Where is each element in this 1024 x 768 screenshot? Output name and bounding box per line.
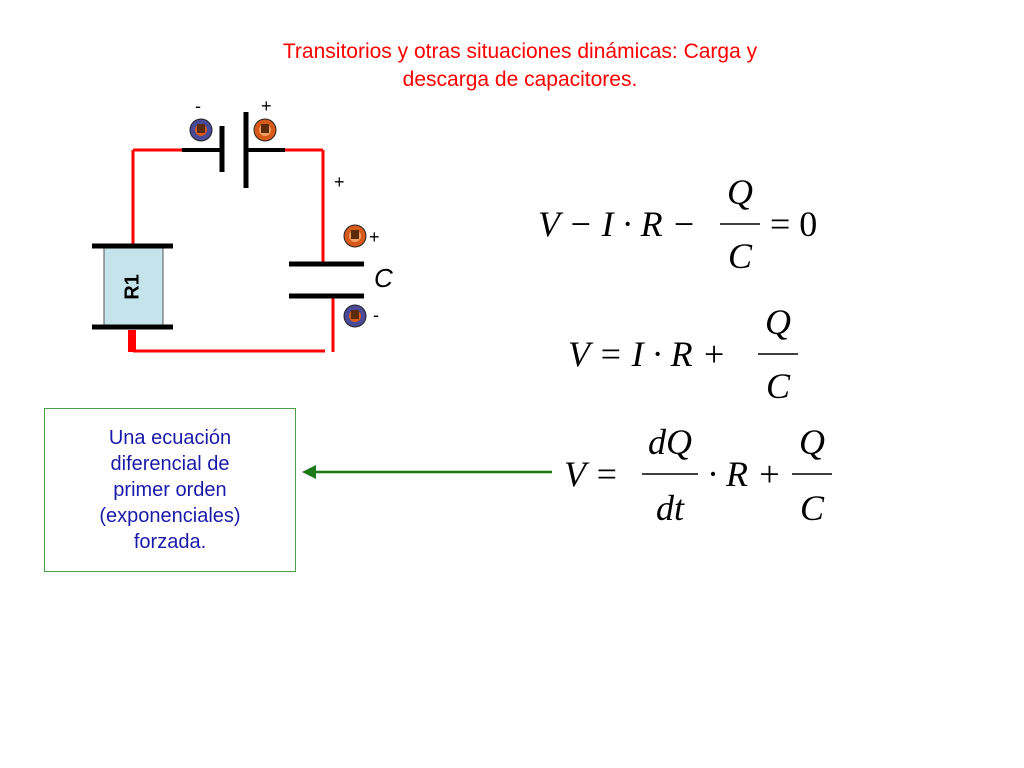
equation-1-lhs: V − I · R − [538,204,696,244]
battery-minus-label: - [195,96,201,116]
equation-3-denominator-1: dt [656,488,685,528]
equation-3-middle: · R + [708,454,781,494]
equation-2: V = I · R + Q C [568,302,798,406]
equation-1-rhs: = 0 [770,204,817,244]
equation-1-numerator: Q [727,172,753,212]
note-line-1: Una ecuación [108,427,232,449]
wire-plus-label: + [334,172,345,192]
equation-2-lhs: V = I · R + [568,334,726,374]
title-line-1: Transitorios y otras situaciones dinámic… [282,40,758,63]
equation-3-numerator-2: Q [799,422,825,462]
capacitor-minus-label: - [373,305,379,325]
equation-2-denominator: C [766,366,791,406]
battery [182,112,285,188]
note-line-4: (exponenciales) [99,505,241,527]
equation-3-lhs: V = [564,454,619,494]
resistor-label: R1 [121,274,143,300]
circuit-wires [131,148,335,353]
equation-3: V = dQ dt · R + Q C [564,422,832,528]
charge-marker-battery-positive [253,118,277,142]
equation-2-numerator: Q [765,302,791,342]
charge-marker-capacitor-negative [343,304,367,328]
capacitor-label: C [374,263,393,293]
resistor-body [103,245,164,329]
battery-plus-label: + [261,96,272,116]
note-box: Una ecuación diferencial de primer orden… [44,408,296,572]
capacitor [289,261,364,299]
equation-3-numerator-1: dQ [648,422,692,462]
charge-marker-battery-negative [189,118,213,142]
equation-1-denominator: C [728,236,753,276]
equation-1: V − I · R − Q C = 0 [538,172,817,276]
charge-marker-capacitor-positive [343,224,367,248]
title-line-2: descarga de capacitores. [402,68,638,91]
note-line-3: primer orden [113,479,227,501]
note-line-2: diferencial de [110,453,230,475]
wire-left-lower [128,330,136,352]
slide-title: Transitorios y otras situaciones dinámic… [200,38,840,94]
arrow-to-note [302,465,552,479]
equation-3-denominator-2: C [800,488,825,528]
resistor [92,243,173,330]
capacitor-plus-label: + [369,227,380,247]
note-line-5: forzada. [133,531,207,553]
